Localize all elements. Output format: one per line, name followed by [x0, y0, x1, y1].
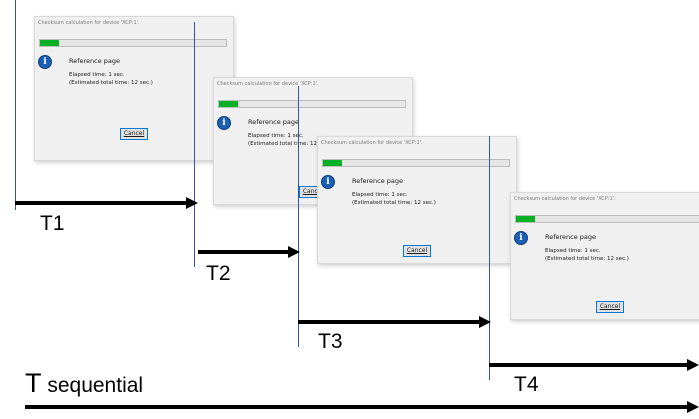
- arrow-sequential-line: [25, 405, 689, 409]
- cancel-button[interactable]: Cancel: [596, 301, 624, 313]
- elapsed-time: Elapsed time: 1 sec.: [545, 248, 601, 254]
- label-t-symbol: T: [25, 368, 42, 398]
- arrow-sequential-head: [687, 401, 699, 413]
- estimated-time: (Estimated total time: 12 sec.): [248, 141, 332, 147]
- arrow-t4-line: [489, 363, 689, 367]
- progress-fill: [219, 101, 238, 107]
- arrow-t2-head: [288, 246, 300, 258]
- progress-fill: [516, 216, 535, 222]
- marker-line-start: [15, 0, 16, 210]
- progress-bar: [39, 39, 227, 47]
- page-label: Reference page: [248, 118, 300, 126]
- progress-fill: [40, 40, 59, 46]
- page-label: Reference page: [69, 57, 121, 65]
- elapsed-time: Elapsed time: 1 sec.: [69, 72, 125, 78]
- dialog-title: Checksum calculation for device 'XCP:1'.: [217, 81, 319, 87]
- progress-bar: [515, 215, 699, 223]
- label-sequential-word: sequential: [41, 374, 144, 397]
- estimated-time: (Estimated total time: 12 sec.): [545, 256, 629, 262]
- progress-fill: [323, 160, 342, 166]
- progress-bar: [322, 159, 510, 167]
- estimated-time: (Estimated total time: 12 sec.): [69, 80, 153, 86]
- label-t4: T4: [514, 373, 539, 396]
- progress-bar: [218, 100, 406, 108]
- page-label: Reference page: [545, 233, 597, 241]
- elapsed-time: Elapsed time: 1 sec.: [248, 133, 304, 139]
- page-label: Reference page: [352, 177, 404, 185]
- information-icon: i: [514, 231, 528, 245]
- estimated-time: (Estimated total time: 12 sec.): [352, 200, 436, 206]
- cancel-button[interactable]: Cancel: [120, 128, 148, 140]
- dialog-title: Checksum calculation for device 'XCP:1'.: [514, 196, 616, 202]
- marker-line-t1-end: [194, 22, 195, 267]
- dialog-title: Checksum calculation for device 'XCP:1'.: [321, 140, 423, 146]
- label-t2: T2: [206, 262, 231, 285]
- label-t1: T1: [40, 212, 65, 235]
- label-t3: T3: [318, 330, 343, 353]
- arrow-t1-head: [186, 197, 198, 209]
- arrow-t3-head: [479, 316, 491, 328]
- marker-line-t3-end: [489, 136, 490, 380]
- checksum-dialog-1: Checksum calculation for device 'XCP:1'.…: [34, 16, 234, 161]
- information-icon: i: [321, 175, 335, 189]
- checksum-dialog-4: Checksum calculation for device 'XCP:1'.…: [510, 192, 699, 320]
- arrow-t1-line: [15, 201, 187, 205]
- arrow-t2-line: [198, 250, 290, 254]
- checksum-dialog-3: Checksum calculation for device 'XCP:1'.…: [317, 136, 517, 264]
- label-t-sequential: T sequential: [25, 368, 143, 399]
- cancel-button[interactable]: Cancel: [403, 245, 431, 257]
- arrow-t3-line: [298, 320, 481, 324]
- elapsed-time: Elapsed time: 1 sec.: [352, 192, 408, 198]
- information-icon: i: [38, 55, 52, 69]
- arrow-t4-head: [687, 359, 699, 371]
- marker-line-t2-end: [298, 86, 299, 347]
- information-icon: i: [217, 116, 231, 130]
- dialog-title: Checksum calculation for device 'XCP:1'.: [38, 20, 140, 26]
